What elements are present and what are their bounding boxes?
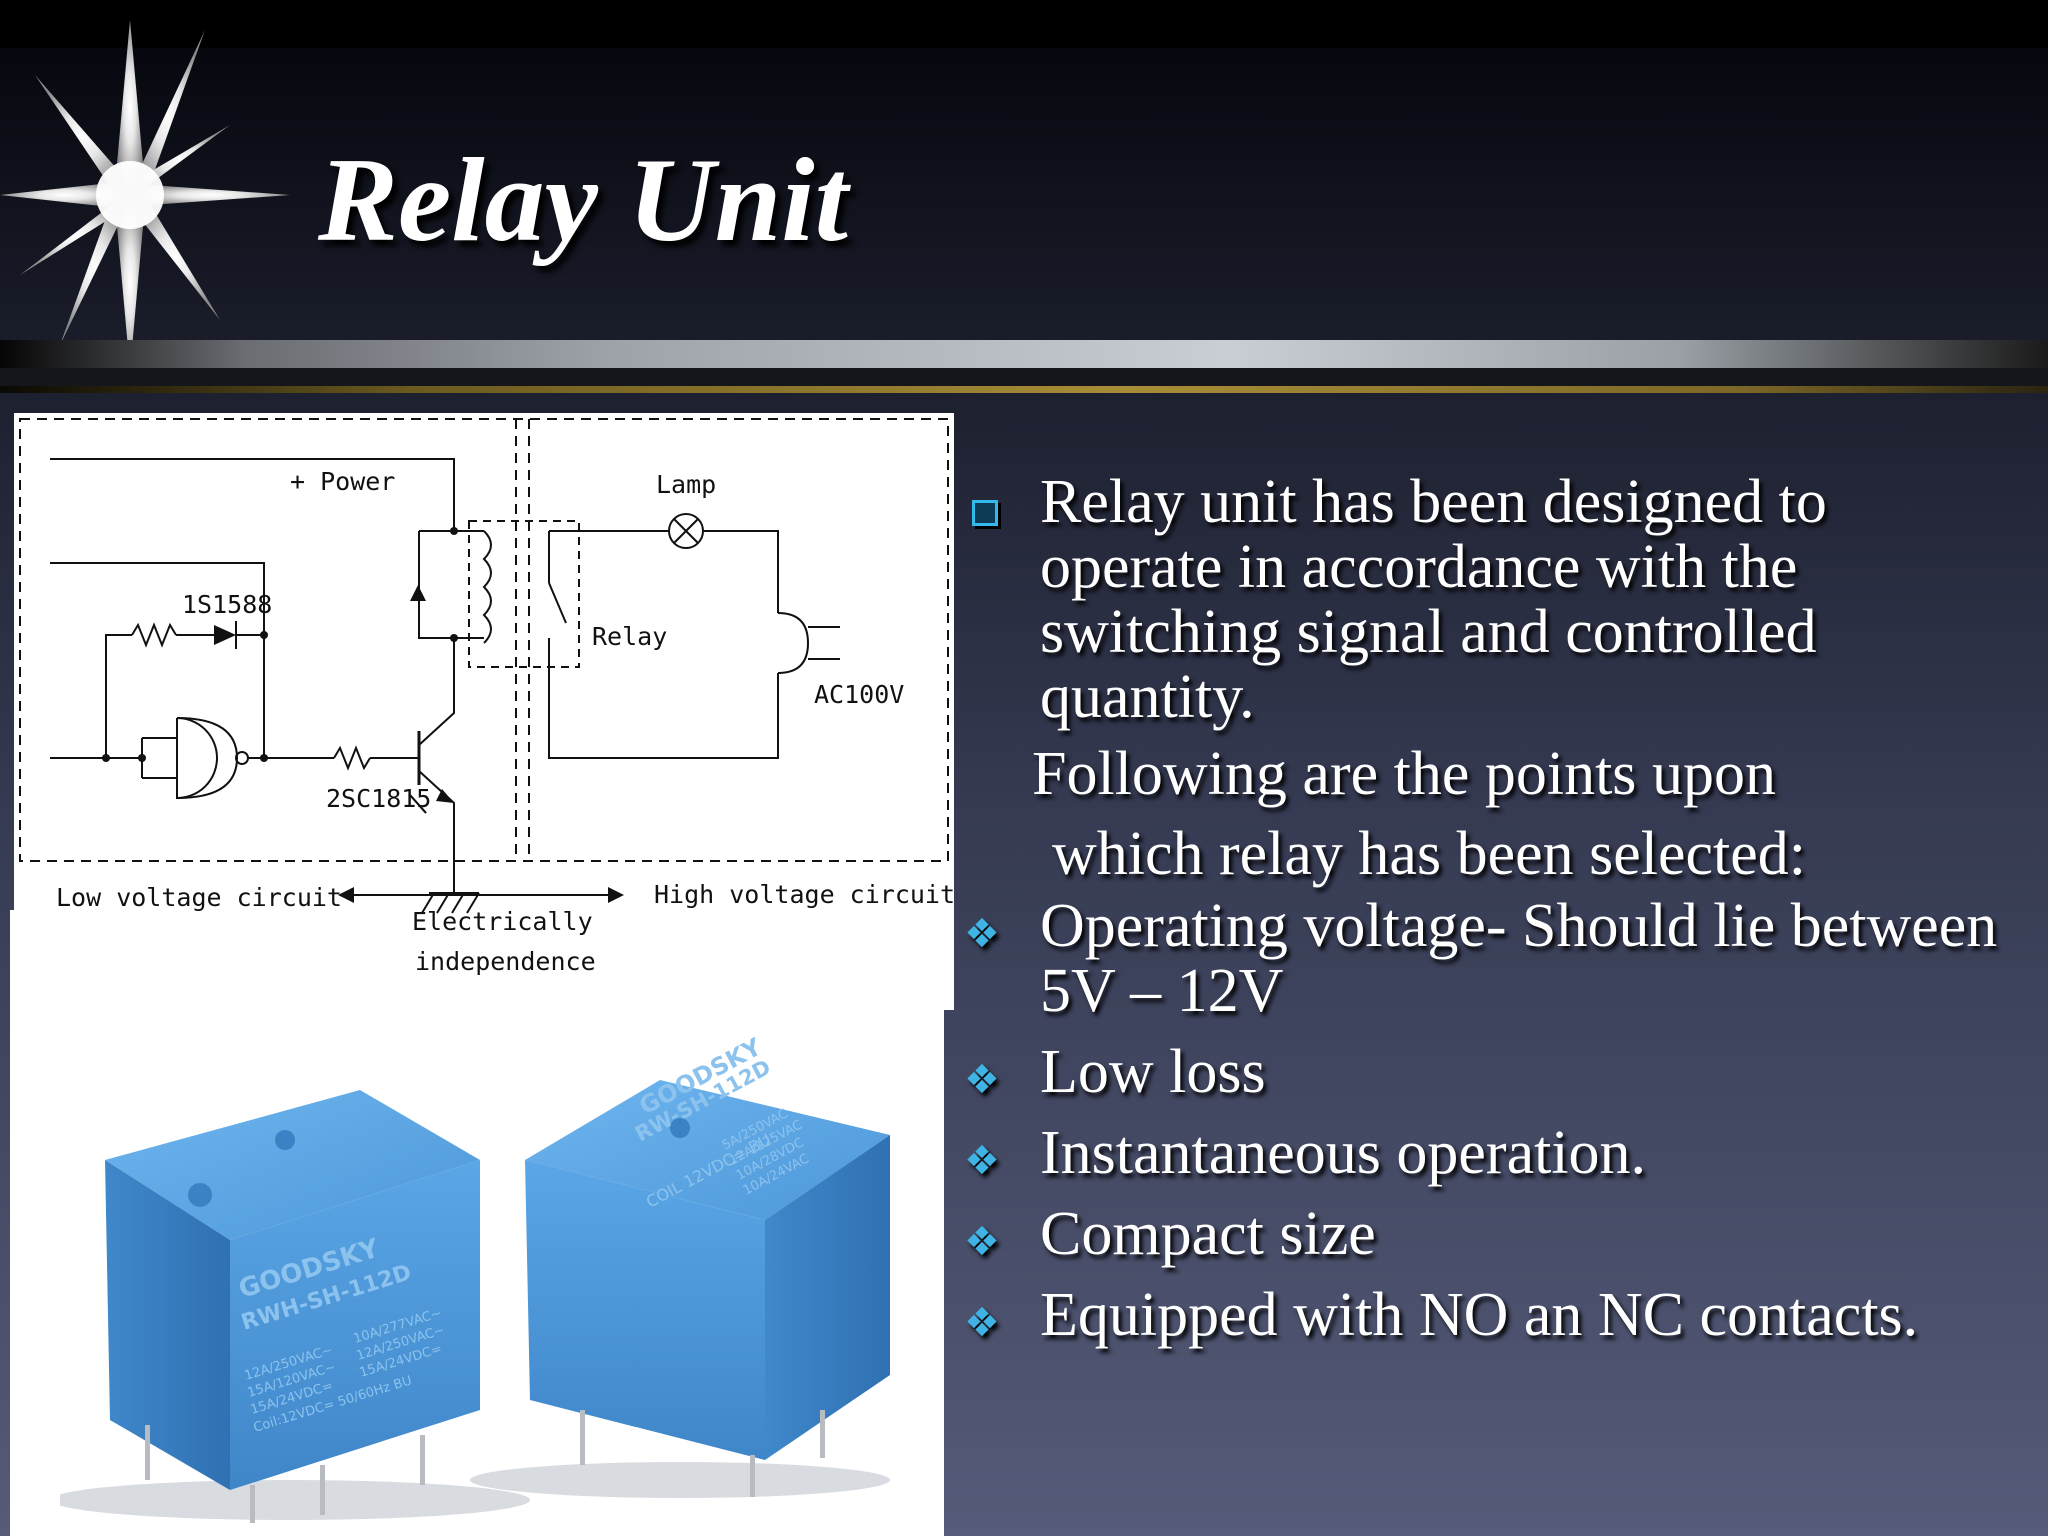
diamond-bullet-icon: ❖ [964,911,1000,957]
slide-title: Relay Unit [318,133,848,266]
point-text: Equipped with NO an NC contacts. [1040,1281,1919,1349]
label-relay: Relay [592,622,667,651]
following-line-1: Following are the points upon [1032,740,1776,808]
following-line-2: which relay has been selected: [1052,820,1806,888]
label-ac: AC100V [814,680,904,709]
header-divider [0,340,2048,368]
header-gold-line [0,386,2048,393]
label-diode: 1S1588 [182,590,272,619]
label-transistor: 2SC1815 [326,784,431,813]
diamond-bullet-icon: ❖ [964,1057,1000,1103]
point-item: ❖ Operating voltage- Should lie between … [960,894,2020,1024]
diamond-bullet-icon: ❖ [964,1219,1000,1265]
point-text: Instantaneous operation. [1040,1119,1647,1187]
intro-item: Relay unit has been designed to operate … [960,470,2020,730]
label-high-voltage: High voltage circuit [654,880,954,909]
diamond-bullet-icon: ❖ [964,1138,1000,1184]
relay-schematic: + Power Lamp 1S1588 Relay 2SC1815 AC100V… [14,413,955,1010]
point-text: Operating voltage- Should lie between 5V… [1040,892,1998,1025]
top-shade [0,0,2048,48]
header-divider-shadow [0,368,2048,386]
label-independence-2: independence [415,947,596,976]
point-item: ❖ Low loss [960,1040,2020,1105]
content-list: Relay unit has been designed to operate … [960,470,2020,1348]
label-independence-1: Electrically [412,907,593,936]
relay-1: GOODSKY RWH-SH-112D 12A/250VAC~ 15A/120V… [105,1090,480,1523]
intro-text: Relay unit has been designed to operate … [1040,468,1827,731]
point-item: ❖ Compact size [960,1202,2020,1267]
relay-2: GOODSKY RW-SH-112D 5A/250VAC 12A/125VAC … [525,1033,890,1497]
star-logo-icon [0,20,290,370]
point-item: ❖ Equipped with NO an NC contacts. [960,1283,2020,1348]
relay-photo: GOODSKY RWH-SH-112D 12A/250VAC~ 15A/120V… [60,1033,890,1523]
diamond-bullet-icon: ❖ [964,1300,1000,1346]
label-low-voltage: Low voltage circuit [56,883,342,912]
point-text: Compact size [1040,1200,1376,1268]
point-item: ❖ Instantaneous operation. [960,1121,2020,1186]
label-lamp: Lamp [656,470,716,499]
label-power: + Power [290,467,395,496]
square-bullet-icon [972,500,998,526]
point-text: Low loss [1040,1038,1266,1106]
